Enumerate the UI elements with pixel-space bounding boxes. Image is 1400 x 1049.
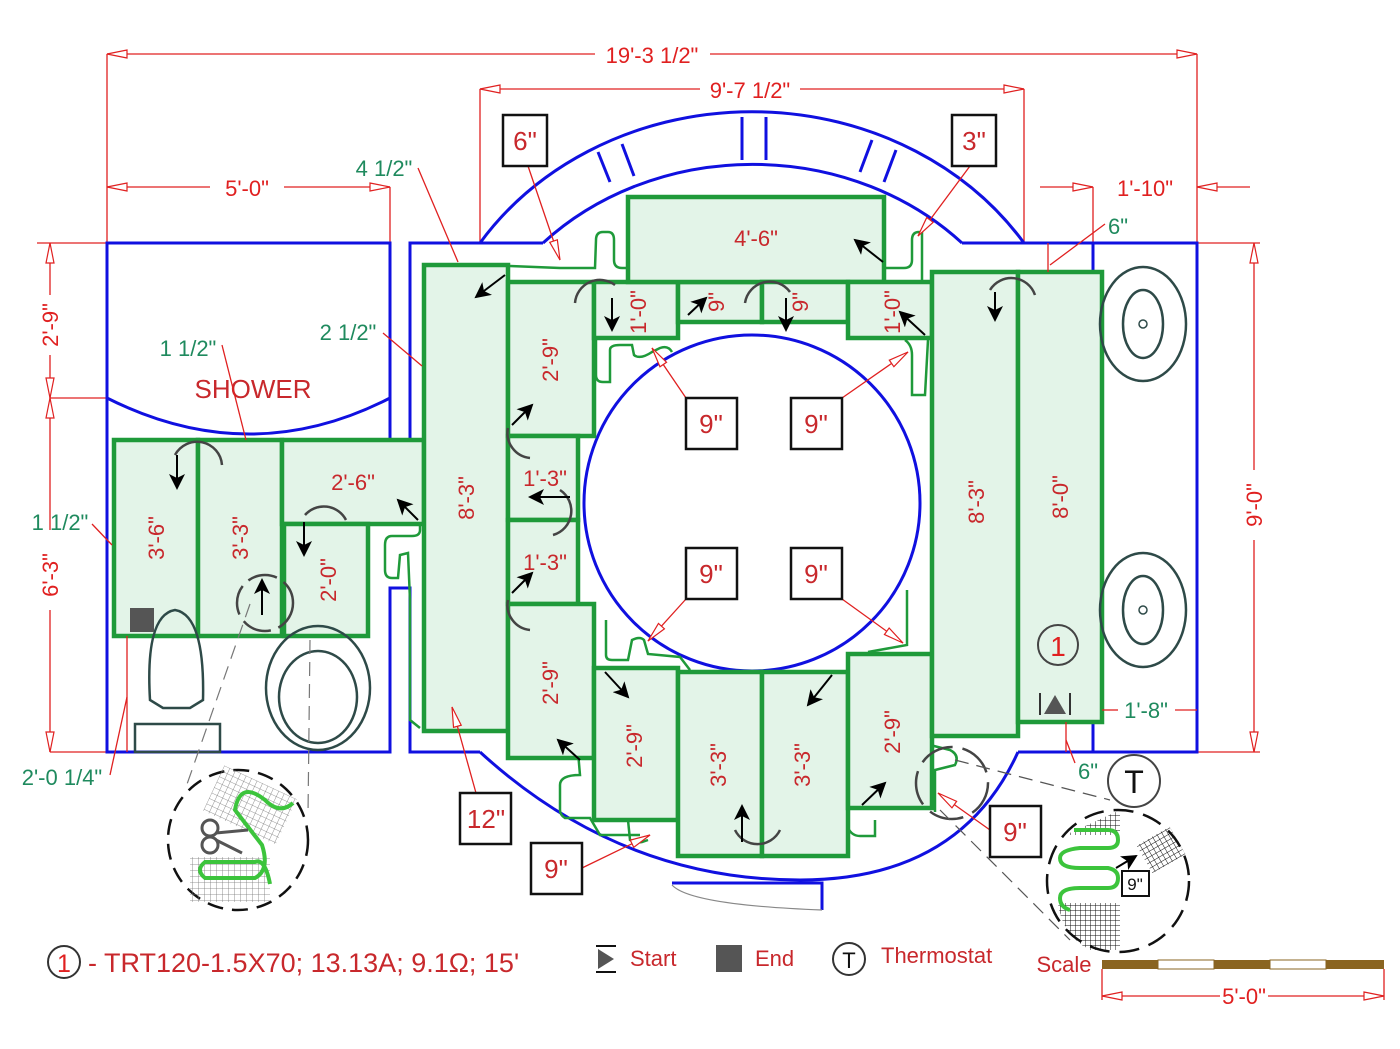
callout-12: 12"	[467, 804, 505, 834]
mat-label: 2'-9"	[538, 338, 563, 382]
mat-label: 8'-3"	[454, 476, 479, 520]
right-offset-label: 1'-10"	[1117, 176, 1173, 201]
flow-arrows	[169, 238, 1037, 846]
scale-length: 5'-0"	[1222, 984, 1266, 1009]
shower-label: SHOWER	[195, 374, 312, 404]
mat-8-3-left[interactable]	[421, 262, 511, 734]
scissors-icon	[200, 818, 249, 855]
callout-6: 6"	[513, 126, 537, 156]
sink-1-inner	[1121, 288, 1165, 360]
mat-label: 1'-3"	[523, 550, 567, 575]
clearance-wall: 2 1/2"	[320, 320, 377, 345]
dimension-right-height: 9'-0"	[1197, 242, 1267, 753]
clearance-left-wall: 1 1/2"	[32, 510, 89, 535]
clearance-labels: 4 1/2" 1 1/2" 2 1/2" 1 1/2" 2'-0 1/4" 6"…	[22, 156, 1197, 790]
dimension-right-offset: 1'-10"	[1040, 176, 1250, 243]
mat-label: 3'-6"	[144, 516, 169, 560]
mat-label: 2'-0"	[316, 558, 341, 602]
circuit-marker: 1	[1037, 624, 1079, 666]
scale-label: Scale	[1036, 952, 1091, 977]
tub-outer	[264, 624, 372, 752]
sink-2-inner	[1121, 574, 1165, 646]
toilet-tank	[133, 722, 222, 754]
callout-9-br: 9"	[804, 559, 828, 589]
legend: 1 - TRT120-1.5X70; 13.13A; 9.1Ω; 15' Sta…	[47, 942, 992, 979]
mat-4-6[interactable]	[625, 194, 887, 285]
mat-label: 4'-6"	[734, 226, 778, 251]
clearance-toilet: 2'-0 1/4"	[22, 765, 103, 790]
mat-label: 3'-3"	[790, 743, 815, 787]
clearance-right-top: 6"	[1108, 214, 1128, 239]
callout-9-tr: 9"	[804, 409, 828, 439]
dimension-center-width: 9'-7 1/2"	[479, 78, 1025, 243]
mat-label: 2'-9"	[538, 661, 563, 705]
clearance-shower: 1 1/2"	[160, 336, 217, 361]
callout-9-tl: 9"	[699, 409, 723, 439]
sink-1-outer	[1098, 265, 1188, 383]
callouts: 6" 3" 9" 9" 9" 9" 12" 9" 9"	[451, 113, 1043, 896]
vanity-clearance: 1'-8"	[1124, 698, 1168, 723]
end-legend-icon	[716, 945, 742, 972]
sink-2-outer	[1098, 551, 1188, 669]
legend-circuit-spec: - TRT120-1.5X70; 13.13A; 9.1Ω; 15'	[88, 948, 519, 978]
start-legend-icon	[596, 945, 616, 973]
clearance-top-left: 4 1/2"	[356, 156, 413, 181]
mat-label: 2'-9"	[880, 710, 905, 754]
mat-3-3-bottom-2[interactable]	[759, 669, 851, 859]
detail-callout: 9"	[1127, 875, 1143, 894]
callout-9-bl: 9"	[699, 559, 723, 589]
tub-inner	[277, 649, 359, 745]
thermostat-marker: T	[1124, 764, 1144, 800]
legend-start-label: Start	[630, 946, 676, 971]
detail-cut-mat	[166, 603, 311, 912]
mat-label: 9"	[788, 292, 813, 312]
legend-end-label: End	[755, 946, 794, 971]
shower-width-label: 5'-0"	[225, 176, 269, 201]
mat-2-9-bottom-left[interactable]	[505, 601, 597, 761]
walls	[105, 110, 1199, 911]
mat-label: 2'-9"	[622, 724, 647, 768]
clearance-right-bottom: 6"	[1078, 759, 1098, 784]
mat-label: 3'-3"	[706, 743, 731, 787]
mat-label: 9"	[704, 292, 729, 312]
start-marker-icon	[1039, 693, 1071, 715]
mat-3-3-bottom-1[interactable]	[675, 669, 765, 859]
thermostat-icon	[1107, 754, 1161, 808]
left-height-label: 6'-3"	[38, 553, 63, 597]
mat-label: 8'-0"	[1048, 475, 1073, 519]
callout-9-right: 9"	[1003, 817, 1027, 847]
mat-8-0[interactable]	[1015, 269, 1105, 725]
toilet-bowl	[148, 608, 205, 710]
overall-width-label: 19'-3 1/2"	[606, 43, 699, 68]
mat-label: 2'-6"	[331, 470, 375, 495]
mat-label: 8'-3"	[964, 480, 989, 524]
fixtures	[133, 265, 1188, 754]
mat-label: 1'-0"	[626, 290, 651, 334]
detail-corner-mat: T 9"	[939, 754, 1191, 954]
mat-label: 1'-3"	[523, 466, 567, 491]
right-height-label: 9'-0"	[1242, 483, 1267, 527]
dimension-shower-width: 5'-0"	[106, 176, 391, 243]
center-circle	[582, 333, 922, 673]
circuit-number: 1	[1050, 631, 1066, 662]
heating-mats: 3'-6" 3'-3" 2'-6" 2'-0" 8'-3" 2'-9" 1'-3…	[111, 194, 1105, 859]
dimension-left-heights: 2'-9" 6'-3"	[37, 242, 107, 753]
shower-depth-label: 2'-9"	[38, 303, 63, 347]
scale-bar: Scale 5'-0"	[1036, 952, 1385, 1009]
mat-label: 3'-3"	[228, 516, 253, 560]
center-width-label: 9'-7 1/2"	[710, 78, 791, 103]
dimension-overall-width: 19'-3 1/2"	[106, 43, 1198, 243]
legend-circuit-number: 1	[57, 950, 71, 978]
thermostat-legend-icon	[832, 942, 866, 976]
mat-8-3-right[interactable]	[929, 269, 1021, 739]
legend-thermostat-label: Thermostat	[881, 943, 992, 968]
callout-9-bottom: 9"	[544, 854, 568, 884]
end-marker-icon	[130, 608, 154, 632]
mat-2-9-bottom-1[interactable]	[591, 665, 681, 823]
callout-3: 3"	[962, 126, 986, 156]
thermostat-legend-symbol: T	[842, 948, 855, 973]
